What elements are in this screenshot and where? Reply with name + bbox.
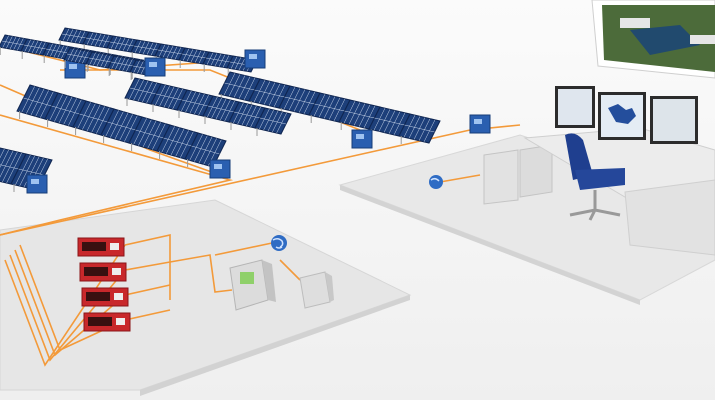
- equipment-room-floor-edge: [140, 295, 410, 396]
- solar-panel-icon: [106, 35, 138, 56]
- monitor-icon: [650, 96, 698, 144]
- solar-panel-icon: [100, 108, 143, 144]
- inverter-icon: [144, 57, 166, 77]
- data-logger-icon: [81, 287, 129, 307]
- data-logger-icon: [83, 312, 131, 332]
- globe-icon: [429, 175, 443, 189]
- cable: [279, 259, 301, 281]
- solar-panel-icon: [248, 78, 291, 109]
- cable: [124, 284, 171, 296]
- solar-panel-icon: [16, 84, 59, 120]
- solar-panel-icon: [398, 113, 441, 144]
- inverter-icon: [64, 59, 86, 79]
- solar-panel-icon: [278, 85, 321, 116]
- equipment-room-floor: [0, 199, 412, 391]
- cable: [124, 309, 171, 321]
- solar-panel-icon: [63, 47, 93, 68]
- inverter-icon: [351, 129, 373, 149]
- server-towers-icon: [483, 144, 553, 205]
- solar-panel-icon: [107, 55, 137, 76]
- inverter-icon: [469, 114, 491, 134]
- monitor-icon: [555, 86, 595, 128]
- data-logger-icon: [77, 237, 125, 257]
- solar-panel-icon: [156, 124, 199, 160]
- solar-panel-icon: [338, 99, 381, 130]
- cable: [4, 244, 126, 367]
- cable: [124, 261, 171, 271]
- solar-panel-icon: [82, 31, 114, 52]
- central-inverter-cabinet-icon: [229, 259, 276, 311]
- solar-panel-icon: [254, 107, 292, 136]
- server-box-icon: [299, 271, 334, 309]
- inverter-icon: [26, 174, 48, 194]
- cable: [169, 254, 233, 293]
- inverter-icon: [244, 49, 266, 69]
- monitor-icon: [598, 92, 646, 140]
- solar-field: [0, 27, 491, 194]
- video-wall-screen: [591, 0, 715, 79]
- data-logger-icon: [79, 262, 127, 282]
- cable: [214, 242, 273, 256]
- cable: [439, 174, 481, 183]
- inverter-icon: [209, 159, 231, 179]
- office-chair-icon: [565, 133, 625, 221]
- solar-panel-icon: [0, 34, 28, 55]
- data-loggers: [77, 237, 131, 332]
- globe-icon: [271, 235, 287, 251]
- cable: [124, 234, 171, 300]
- control-room-floor-edge: [340, 185, 640, 305]
- solar-panel-icon: [202, 95, 240, 124]
